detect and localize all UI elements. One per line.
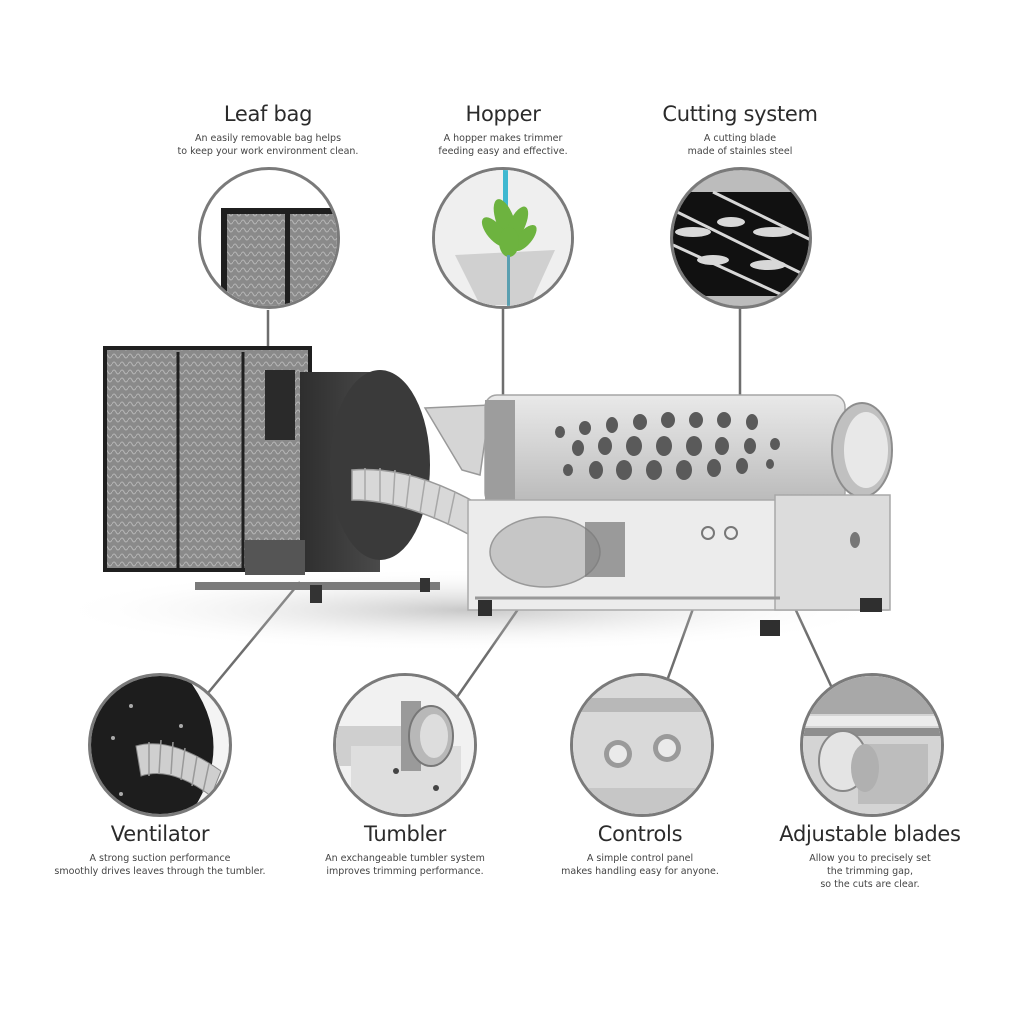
feature-description: A hopper makes trimmer feeding easy and … [438,133,568,157]
feature-description: Allow you to precisely set the trimming … [809,853,931,890]
ventilator-detail-image [88,673,232,817]
cutting-system-detail-image [670,167,812,309]
ventilator-hose-icon [91,676,229,814]
feature-title: Ventilator [110,822,210,846]
feature-title: Cutting system [662,102,818,126]
tumbler-outlet-icon [336,676,474,814]
feature-title: Adjustable blades [779,822,961,846]
plant-in-hopper-icon [435,170,571,306]
control-panel-icon [573,676,711,814]
feature-cutting-system: Cutting system A cutting blade made of s… [640,102,840,158]
feature-description: A strong suction performance smoothly dr… [54,853,266,877]
feature-description: A simple control panel makes handling ea… [561,853,719,877]
control-button-2 [724,526,738,540]
leaf-bag-detail-image [198,167,340,309]
feature-title: Leaf bag [223,102,313,126]
cutting-blade-icon [673,170,809,306]
feature-description: An exchangeable tumbler system improves … [325,853,485,877]
leaf-bag-mesh-icon [221,208,337,306]
feature-title: Hopper [465,102,541,126]
feature-description: A cutting blade made of stainles steel [687,133,793,157]
feature-controls: Controls A simple control panel makes ha… [540,822,740,878]
adjustment-knob-icon [803,676,941,814]
feature-hopper: Hopper A hopper makes trimmer feeding ea… [403,102,603,158]
feature-adjustable-blades: Adjustable blades Allow you to precisely… [760,822,980,891]
leaf-bag-box [103,346,312,572]
feature-ventilator: Ventilator A strong suction performance … [30,822,290,878]
feature-description: An easily removable bag helps to keep yo… [177,133,359,157]
base-frame [467,494,891,636]
feature-tumbler: Tumbler An exchangeable tumbler system i… [298,822,512,878]
adjustable-blades-detail-image [800,673,944,817]
motor [489,516,601,588]
tumbler-drum [484,394,893,506]
tumbler-detail-image [333,673,477,817]
hopper-detail-image [432,167,574,309]
feature-leaf-bag: Leaf bag An easily removable bag helps t… [148,102,388,158]
feature-title: Tumbler [363,822,447,846]
controls-detail-image [570,673,714,817]
feature-title: Controls [597,822,683,846]
hopper-funnel [423,404,491,476]
control-button-1 [701,526,715,540]
